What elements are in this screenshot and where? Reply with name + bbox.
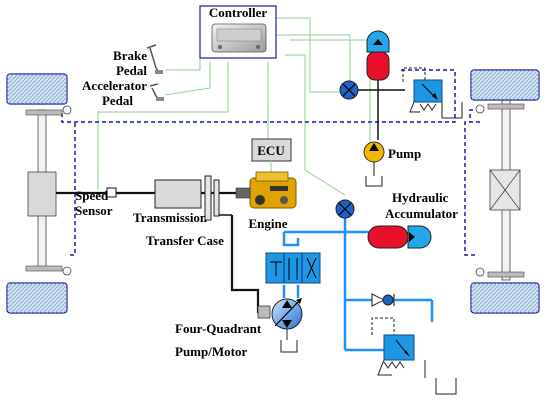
pump-label: Pump [388, 146, 421, 161]
left-axle [25, 105, 72, 276]
solenoid-valve-lower [335, 199, 355, 219]
engine-label: Engine [248, 216, 287, 231]
tank-pump-motor [280, 340, 298, 353]
accelerator-label: Accelerator [82, 78, 147, 93]
solenoid-valve-upper [339, 80, 359, 100]
accelerator-pedal-label: Pedal [102, 93, 133, 108]
signal-lines [97, 17, 371, 196]
hydraulic-accumulator-upper [366, 30, 390, 81]
check-valve [371, 293, 395, 307]
brake-label: Brake [113, 48, 147, 63]
brake-pedal-label: Pedal [116, 63, 147, 78]
accumulator-label: Accumulator [385, 206, 458, 221]
controller-module-icon [211, 23, 267, 53]
transfer-case [204, 175, 232, 221]
pump-icon [363, 141, 385, 176]
controller-box: Controller [199, 5, 277, 59]
transfer-case-label: Transfer Case [146, 233, 224, 248]
tank-lower [435, 378, 457, 395]
transmission-box [154, 179, 202, 209]
engine-icon [235, 171, 297, 209]
transmission-label: Transmission [133, 210, 208, 225]
tank-pump [365, 176, 383, 187]
relief-valve-lower [371, 317, 426, 378]
four-quadrant-label: Four-Quadrant [175, 321, 262, 336]
differential-right [489, 169, 521, 211]
hydraulic-accumulator-lower [367, 225, 432, 249]
speed-sensor [106, 187, 117, 198]
accelerator-pedal-icon [149, 83, 164, 101]
tank-upper [441, 102, 463, 119]
sensor-label: Sensor [75, 203, 113, 218]
speed-label: Speed [75, 188, 109, 203]
ecu-label: ECU [257, 143, 285, 158]
pump-motor-label: Pump/Motor [175, 344, 247, 359]
hydraulic-label: Hydraulic [392, 190, 449, 205]
right-axle [475, 99, 525, 281]
relief-valve-upper [402, 67, 443, 113]
brake-pedal-icon [146, 44, 163, 75]
controller-label: Controller [209, 5, 267, 20]
upper-hydraulic-lines [358, 80, 405, 140]
differential-left [27, 171, 57, 217]
pump-motor-icon [257, 298, 303, 340]
directional-valve [265, 252, 321, 284]
